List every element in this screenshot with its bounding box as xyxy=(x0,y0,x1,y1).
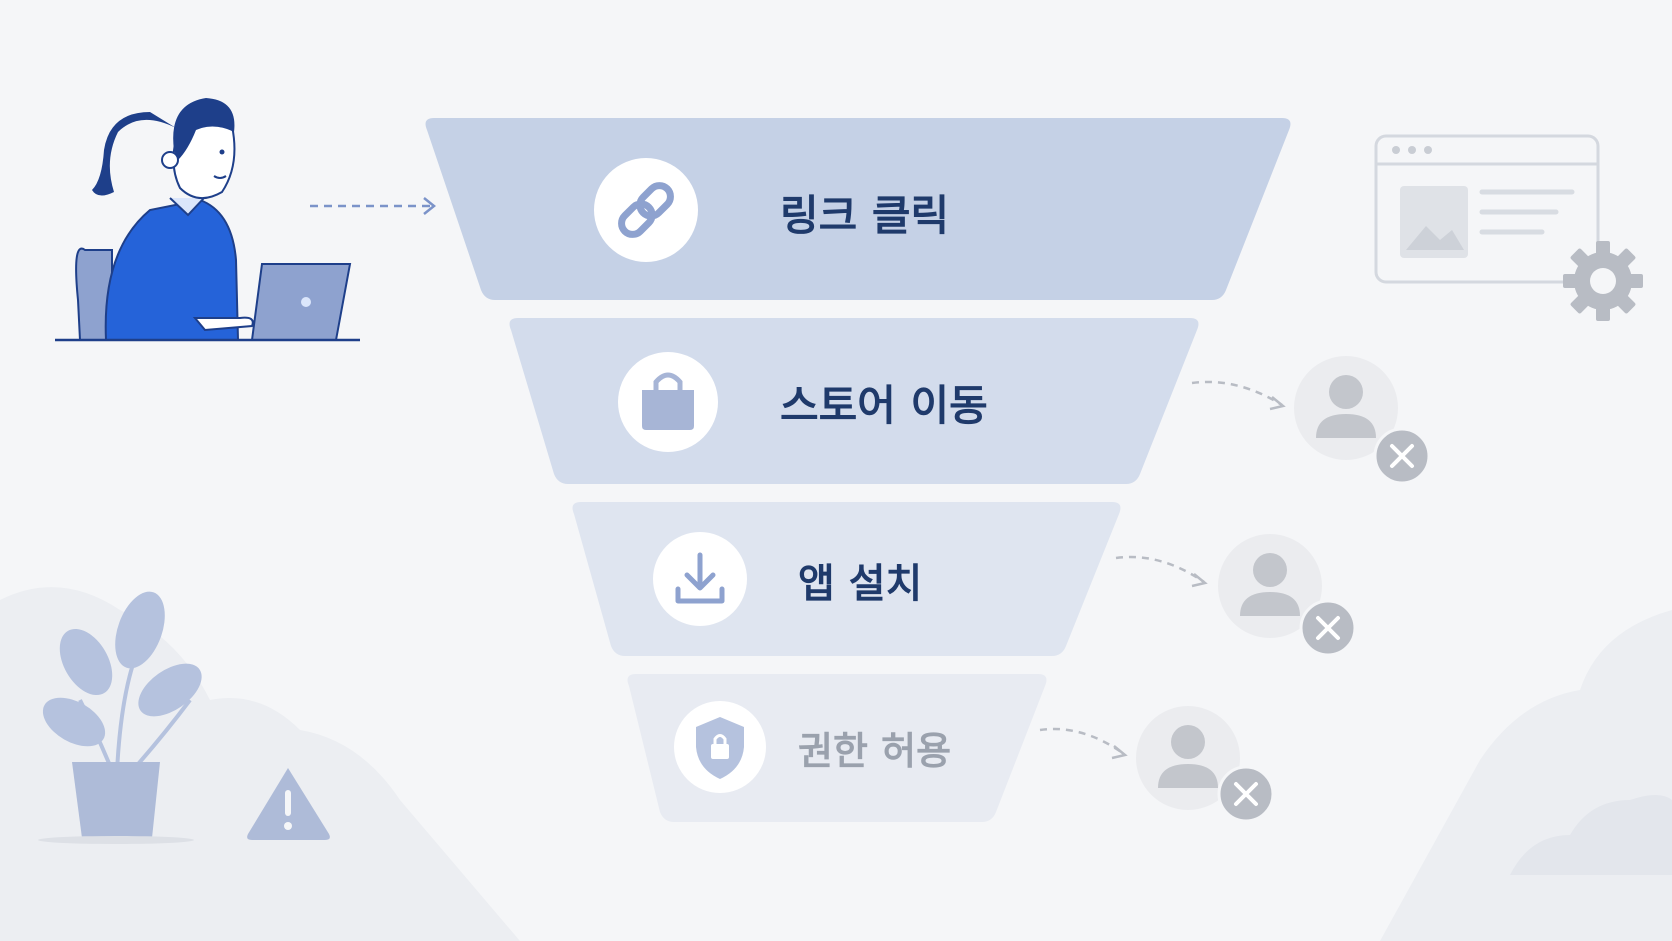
dropoff-marker xyxy=(1039,706,1275,823)
user-icon xyxy=(1294,356,1398,460)
dropoff-arrow xyxy=(1039,727,1125,756)
funnel-stage-label: 스토어 이동 xyxy=(780,381,988,430)
shield-lock-icon xyxy=(696,717,744,779)
funnel-stage: 링크 클릭 xyxy=(425,118,1291,300)
dropoff-arrow-head xyxy=(1111,745,1128,760)
dropoff-markers xyxy=(1039,356,1431,823)
dropoff-marker xyxy=(1115,534,1357,657)
warning-icon xyxy=(247,768,330,840)
funnel-stage: 스토어 이동 xyxy=(509,318,1199,484)
download-icon xyxy=(675,552,725,604)
funnel-stage-label: 앱 설치 xyxy=(798,561,922,607)
potted-plant-illustration xyxy=(38,591,202,844)
funnel-stage-label: 권한 허용 xyxy=(798,729,951,773)
funnel-stage: 권한 허용 xyxy=(627,674,1047,822)
close-icon xyxy=(1299,599,1357,657)
funnel-stage-label: 링크 클릭 xyxy=(780,191,949,240)
dropoff-marker xyxy=(1191,356,1431,485)
dropoff-arrow xyxy=(1115,555,1205,584)
entry-arrow-head xyxy=(423,197,437,215)
dropoff-arrow-head xyxy=(1269,396,1286,411)
woman-at-laptop-illustration xyxy=(55,98,360,342)
close-icon xyxy=(1217,765,1275,823)
gear-icon xyxy=(1563,241,1643,321)
browser-window-icon xyxy=(1374,134,1600,284)
dropoff-arrow xyxy=(1191,380,1283,407)
user-icon xyxy=(1136,706,1240,810)
shopping-bag-icon xyxy=(642,372,694,430)
close-icon xyxy=(1373,427,1431,485)
user-icon xyxy=(1218,534,1322,638)
dropoff-arrow-head xyxy=(1191,573,1208,588)
funnel-stage: 앱 설치 xyxy=(572,502,1121,656)
